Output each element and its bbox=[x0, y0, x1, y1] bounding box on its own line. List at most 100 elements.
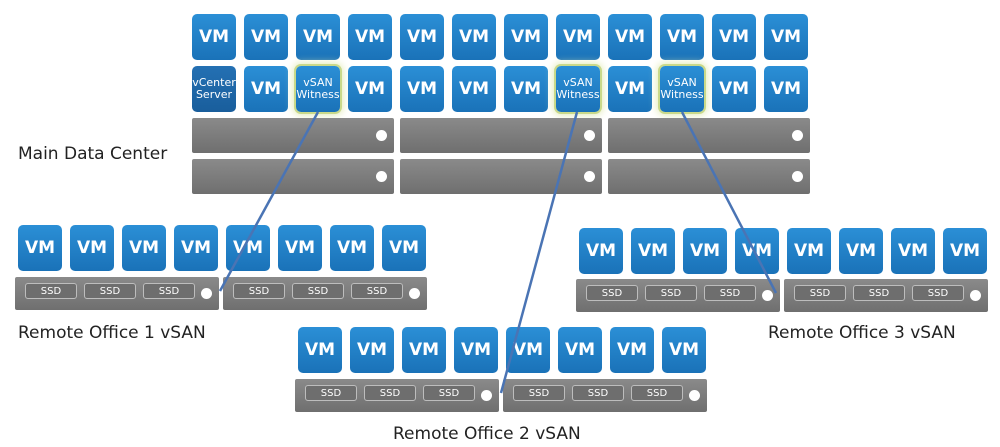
ssd-drive: SSD bbox=[305, 385, 357, 401]
vm-tile: VM bbox=[382, 225, 426, 271]
vm-tile: VM bbox=[192, 14, 236, 60]
witness-label-line: Witness bbox=[296, 88, 340, 101]
host-server bbox=[400, 159, 602, 194]
witness-label-line: Witness bbox=[556, 88, 600, 101]
vm-tile: VM bbox=[504, 14, 548, 60]
vm-tile: VM bbox=[662, 327, 706, 373]
vm-tile: VM bbox=[787, 228, 831, 274]
ssd-drive: SSD bbox=[645, 285, 697, 301]
vm-tile: VM bbox=[18, 225, 62, 271]
vm-tile: VM bbox=[608, 14, 652, 60]
host-server: SSD SSD SSD bbox=[295, 379, 499, 412]
vm-tile: VM bbox=[891, 228, 935, 274]
witness-label-line: vSAN bbox=[563, 76, 593, 89]
vm-tile: VM bbox=[579, 228, 623, 274]
vm-tile: VM bbox=[350, 327, 394, 373]
ssd-drive: SSD bbox=[912, 285, 964, 301]
witness-link-line bbox=[218, 111, 320, 292]
host-server: SSD SSD SSD bbox=[223, 277, 427, 310]
vm-tile: VM bbox=[244, 66, 288, 112]
vm-tile: VM bbox=[504, 66, 548, 112]
vm-tile: VM bbox=[764, 66, 808, 112]
power-indicator-icon bbox=[376, 171, 387, 182]
vm-tile: VM bbox=[764, 14, 808, 60]
host-server: SSD SSD SSD bbox=[15, 277, 219, 310]
ssd-drive: SSD bbox=[513, 385, 565, 401]
host-server bbox=[192, 159, 394, 194]
witness-link-line bbox=[499, 111, 579, 394]
vm-tile: VM bbox=[943, 228, 987, 274]
remote-office-2-label: Remote Office 2 vSAN bbox=[393, 424, 581, 444]
vm-tile: VM bbox=[174, 225, 218, 271]
vm-tile: VM bbox=[296, 14, 340, 60]
vm-tile: VM bbox=[558, 327, 602, 373]
host-server: SSD SSD SSD bbox=[576, 279, 780, 312]
power-indicator-icon bbox=[376, 130, 387, 141]
host-server: SSD SSD SSD bbox=[784, 279, 988, 312]
power-indicator-icon bbox=[584, 130, 595, 141]
vm-tile: VM bbox=[556, 14, 600, 60]
witness-label-line: vSAN bbox=[303, 76, 333, 89]
vm-tile: VM bbox=[683, 228, 727, 274]
power-indicator-icon bbox=[409, 288, 420, 299]
vm-tile: VM bbox=[735, 228, 779, 274]
vm-tile: VM bbox=[122, 225, 166, 271]
vm-tile: VM bbox=[70, 225, 114, 271]
host-server: SSD SSD SSD bbox=[503, 379, 707, 412]
vm-tile: VM bbox=[348, 66, 392, 112]
remote-office-3-label: Remote Office 3 vSAN bbox=[768, 323, 956, 343]
vm-tile: VM bbox=[608, 66, 652, 112]
vcenter-label-line: vCenter bbox=[192, 76, 236, 89]
ssd-drive: SSD bbox=[423, 385, 475, 401]
vm-tile: VM bbox=[244, 14, 288, 60]
power-indicator-icon bbox=[970, 290, 981, 301]
vm-tile: VM bbox=[454, 327, 498, 373]
vm-tile: VM bbox=[330, 225, 374, 271]
vm-tile: VM bbox=[452, 14, 496, 60]
ssd-drive: SSD bbox=[143, 283, 195, 299]
ssd-drive: SSD bbox=[572, 385, 624, 401]
ssd-drive: SSD bbox=[292, 283, 344, 299]
ssd-drive: SSD bbox=[25, 283, 77, 299]
ssd-drive: SSD bbox=[233, 283, 285, 299]
ssd-drive: SSD bbox=[84, 283, 136, 299]
witness-link-line bbox=[680, 111, 778, 294]
vm-tile: VM bbox=[400, 14, 444, 60]
vm-tile: VM bbox=[402, 327, 446, 373]
vm-tile: VM bbox=[660, 14, 704, 60]
power-indicator-icon bbox=[792, 171, 803, 182]
vm-tile: VM bbox=[348, 14, 392, 60]
power-indicator-icon bbox=[201, 288, 212, 299]
power-indicator-icon bbox=[689, 390, 700, 401]
host-server bbox=[608, 118, 810, 153]
ssd-drive: SSD bbox=[586, 285, 638, 301]
power-indicator-icon bbox=[762, 290, 773, 301]
ssd-drive: SSD bbox=[364, 385, 416, 401]
main-data-center-label: Main Data Center bbox=[18, 144, 168, 164]
witness-label-line: Witness bbox=[660, 88, 704, 101]
ssd-drive: SSD bbox=[704, 285, 756, 301]
power-indicator-icon bbox=[792, 130, 803, 141]
vm-tile: VM bbox=[839, 228, 883, 274]
vm-tile: VM bbox=[631, 228, 675, 274]
witness-label-line: vSAN bbox=[667, 76, 697, 89]
vm-tile: VM bbox=[298, 327, 342, 373]
power-indicator-icon bbox=[481, 390, 492, 401]
power-indicator-icon bbox=[584, 171, 595, 182]
vcenter-label-line: Server bbox=[195, 88, 233, 101]
ssd-drive: SSD bbox=[853, 285, 905, 301]
ssd-drive: SSD bbox=[794, 285, 846, 301]
vm-tile: VM bbox=[278, 225, 322, 271]
vm-tile: VM bbox=[452, 66, 496, 112]
vm-tile: VM bbox=[610, 327, 654, 373]
ssd-drive: SSD bbox=[351, 283, 403, 299]
ssd-drive: SSD bbox=[631, 385, 683, 401]
vm-tile: VM bbox=[400, 66, 444, 112]
vm-tile: VM bbox=[712, 66, 756, 112]
